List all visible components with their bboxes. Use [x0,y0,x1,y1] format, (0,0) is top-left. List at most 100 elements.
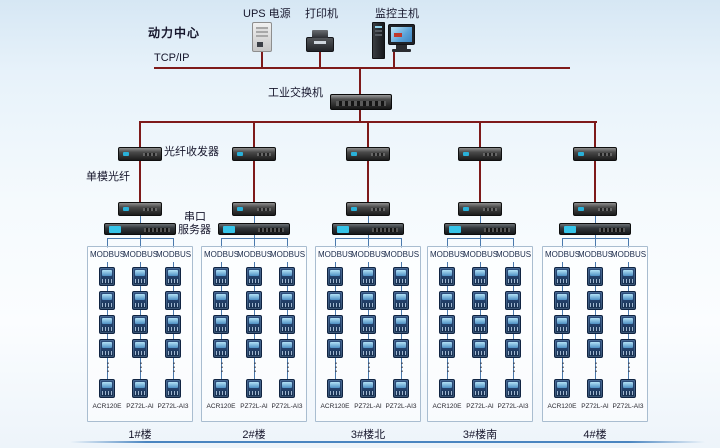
backbone-drop-line [253,123,255,147]
meter-icon [360,379,376,398]
meter-icon [132,291,148,310]
serial-server-icon [104,223,176,235]
tcpip-bus-line [154,67,570,69]
modbus-bus-label: MODBUS [318,250,354,259]
meter-model-label: PZ72L-AI [466,403,494,410]
industrial-switch-icon [330,94,392,110]
single-mode-fiber-line [367,161,369,202]
modbus-bus-label: MODBUS [270,250,306,259]
fiber-transceiver-icon [232,202,276,216]
meter-icon [246,315,262,334]
building-label: 2#楼 [242,429,266,441]
host-monitor-stand [396,45,407,49]
bus-drop-line [628,238,629,248]
continuation-dots-label: ⋮ [557,360,569,374]
meter-icon [132,315,148,334]
bus-drop-line [140,238,141,248]
meter-icon [279,315,295,334]
meter-icon [132,339,148,358]
meter-model-label: ACR120E [547,403,577,410]
building-label: 3#楼北 [350,429,386,441]
continuation-dots-label: ⋮ [168,360,180,374]
host-monitor-base [392,49,411,52]
fiber-transceiver-icon [573,147,617,161]
serial-server-icon [559,223,631,235]
meter-icon [554,267,570,286]
continuation-dots-label: ⋮ [475,360,487,374]
fiber-transceiver-icon [118,202,162,216]
single-mode-fiber-line [594,161,596,202]
meter-icon [620,339,636,358]
meter-model-label: PZ72L-AI3 [157,403,189,410]
meter-icon [587,339,603,358]
continuation-dots-label: ⋮ [330,360,342,374]
bus-drop-line [562,238,563,248]
meter-icon [620,291,636,310]
continuation-dots-label: ⋮ [508,360,520,374]
meter-icon [505,291,521,310]
meter-icon [472,379,488,398]
meter-icon [165,315,181,334]
device-link-line [480,216,481,223]
meter-icon [327,315,343,334]
continuation-dots-label: ⋮ [135,360,147,374]
modbus-bus-label: MODBUS [611,250,647,259]
meter-model-label: PZ72L-AI [126,403,154,410]
monitor-host-label: 监控主机 [375,8,419,20]
meter-icon [213,291,229,310]
continuation-dots-label: ⋮ [442,360,454,374]
meter-icon [213,267,229,286]
meter-icon [360,267,376,286]
meter-icon [472,339,488,358]
modbus-bus-label: MODBUS [204,250,240,259]
serial-server-label-line1: 串口 [184,211,206,223]
meter-icon [505,379,521,398]
backbone-drop-line [594,123,596,147]
continuation-dots-label: ⋮ [282,360,294,374]
meter-icon [99,315,115,334]
meter-icon [393,339,409,358]
backbone-drop-line [479,123,481,147]
meter-model-label: PZ72L-AI [240,403,268,410]
single-mode-fiber-line [479,161,481,202]
bus-drop-line [447,238,448,248]
meter-icon [587,315,603,334]
meter-icon [132,267,148,286]
meter-icon [246,267,262,286]
meter-model-label: ACR120E [432,403,462,410]
bus-drop-line [401,238,402,248]
modbus-bus-label: MODBUS [351,250,387,259]
meter-icon [279,379,295,398]
bus-to-switch-line [359,69,361,94]
tcpip-label: TCP/IP [154,52,190,64]
meter-icon [132,379,148,398]
meter-icon [472,315,488,334]
meter-icon [99,291,115,310]
fiber-transceiver-icon [573,202,617,216]
serial-server-icon [332,223,404,235]
continuation-dots-label: ⋮ [590,360,602,374]
host-drop-line [393,52,395,67]
bus-drop-line [287,238,288,248]
meter-icon [360,315,376,334]
meter-icon [554,339,570,358]
single-mode-fiber-line [253,161,255,202]
bus-drop-line [173,238,174,248]
serial-server-icon [218,223,290,235]
modbus-bus-label: MODBUS [123,250,159,259]
meter-icon [213,379,229,398]
meter-icon [99,267,115,286]
fiber-transceiver-icon [232,147,276,161]
meter-model-label: PZ72L-AI3 [271,403,303,410]
bus-riser-line [595,235,596,239]
meter-icon [505,315,521,334]
backbone-drop-line [139,123,141,147]
meter-icon [505,339,521,358]
meter-model-label: ACR120E [92,403,122,410]
meter-icon [472,267,488,286]
meter-icon [620,315,636,334]
fiber-transceiver-icon [458,147,502,161]
continuation-dots-label: ⋮ [102,360,114,374]
meter-icon [165,379,181,398]
ups-drop-line [261,52,263,67]
